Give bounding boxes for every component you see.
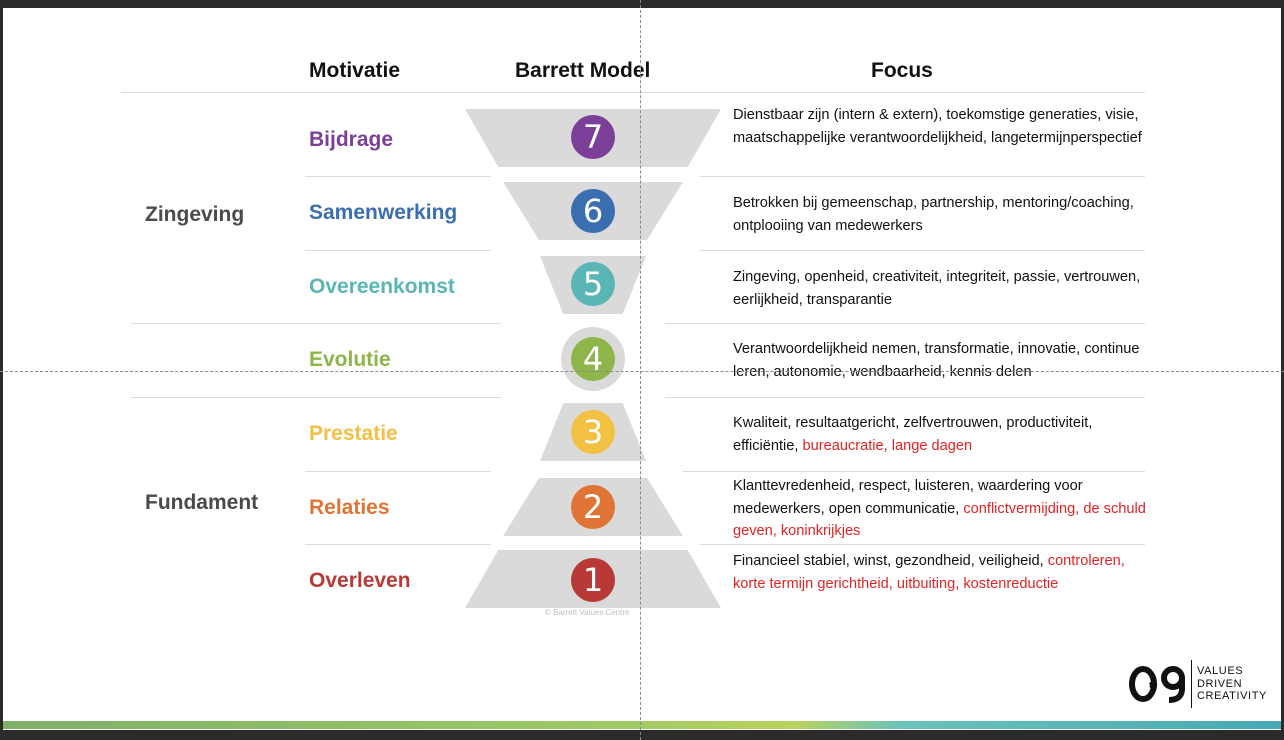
- motivation-level-1: Overleven: [309, 569, 411, 592]
- divider-row-6-right: [700, 250, 1145, 251]
- logo-separator: [1191, 660, 1192, 708]
- logo-mark-icon: to: [1129, 666, 1185, 703]
- divider-row-7-right: [700, 176, 1145, 177]
- level-7-circle: 7: [571, 115, 615, 159]
- focus-level-3-text: Kwaliteit, resultaatgericht, zelfvertrou…: [733, 415, 1093, 454]
- divider-row-5-right: [665, 323, 1145, 324]
- motivation-level-5: Overeenkomst: [309, 275, 455, 298]
- divider-row-2-right: [700, 544, 1145, 545]
- focus-level-5: Zingeving, openheid, creativiteit, integ…: [733, 266, 1151, 311]
- focus-level-7: Dienstbaar zijn (intern & extern), toeko…: [733, 104, 1151, 149]
- level-7-number: 7: [582, 118, 604, 156]
- focus-level-1-negative: controleren, korte termijn gerichtheid, …: [733, 553, 1125, 592]
- level-3-number: 3: [582, 413, 604, 451]
- motivation-level-6: Samenwerking: [309, 201, 458, 224]
- focus-level-5-text: Zingeving, openheid, creativiteit, integ…: [733, 269, 1141, 308]
- focus-level-1: Financieel stabiel, winst, gezondheid, v…: [733, 550, 1151, 595]
- level-2-circle: 2: [571, 485, 615, 529]
- level-2-number: 2: [582, 488, 604, 526]
- focus-level-6-text: Betrokken bij gemeenschap, partnership, …: [733, 195, 1134, 234]
- focus-level-2-text: Klanttevredenheid, respect, luisteren, w…: [733, 478, 1083, 517]
- level-1-number: 1: [582, 561, 604, 599]
- horizontal-guide-line[interactable]: [0, 371, 1284, 372]
- header-focus: Focus: [871, 59, 933, 82]
- level-3-circle: 3: [571, 410, 615, 454]
- divider-row-7-left: [305, 176, 491, 177]
- focus-level-2-negative: conflictvermijding, de schuld geven, kon…: [733, 500, 1146, 540]
- level-4-number: 4: [582, 340, 604, 378]
- slide: Motivatie Barrett Model Focus Zingeving …: [3, 8, 1281, 730]
- logo-tagline-line3: CREATIVITY: [1197, 690, 1267, 702]
- focus-level-3-negative: bureaucratie, lange dagen: [802, 437, 973, 454]
- category-fundament: Fundament: [145, 491, 259, 514]
- logo-tagline-line1: VALUES: [1197, 665, 1244, 677]
- focus-level-2: Klanttevredenheid, respect, luisteren, w…: [733, 475, 1151, 543]
- vertical-guide-line[interactable]: [640, 0, 641, 740]
- divider-header: [121, 92, 1145, 93]
- level-1-circle: 1: [571, 558, 615, 602]
- focus-level-1-text: Financieel stabiel, winst, gezondheid, v…: [733, 553, 1048, 569]
- focus-level-4: Verantwoordelijkheid nemen, transformati…: [733, 338, 1151, 383]
- focus-level-7-text: Dienstbaar zijn (intern & extern), toeko…: [733, 107, 1142, 146]
- level-6-circle: 6: [571, 189, 615, 233]
- divider-row-3-left: [305, 471, 491, 472]
- divider-row-4-right: [665, 397, 1145, 398]
- motivation-level-7: Bijdrage: [309, 128, 394, 151]
- divider-row-5-left: [131, 323, 501, 324]
- svg-text:to: to: [1149, 680, 1158, 690]
- motivation-level-4: Evolutie: [309, 348, 391, 371]
- motivation-level-2: Relaties: [309, 496, 390, 519]
- level-6-number: 6: [582, 192, 604, 230]
- logo-tagline: VALUES DRIVEN CREATIVITY: [1197, 665, 1267, 703]
- company-logo: to: [1129, 660, 1187, 709]
- logo-tagline-line2: DRIVEN: [1197, 677, 1243, 690]
- motivation-level-3: Prestatie: [309, 422, 398, 445]
- focus-level-6: Betrokken bij gemeenschap, partnership, …: [733, 192, 1151, 237]
- divider-row-3-right: [683, 471, 1145, 472]
- focus-level-3: Kwaliteit, resultaatgericht, zelfvertrou…: [733, 412, 1151, 457]
- header-motivatie: Motivatie: [309, 59, 401, 82]
- divider-row-6-left: [305, 250, 491, 251]
- bottom-color-bar: [3, 721, 1281, 729]
- level-5-number: 5: [582, 265, 604, 303]
- divider-row-2-left: [305, 544, 491, 545]
- copyright-label: © Barrett Values Centre: [545, 608, 630, 617]
- header-barrett-model: Barrett Model: [515, 59, 651, 82]
- focus-level-4-text: Verantwoordelijkheid nemen, transformati…: [733, 341, 1140, 380]
- divider-row-4-left: [131, 397, 501, 398]
- category-zingeving: Zingeving: [145, 203, 245, 226]
- level-5-circle: 5: [571, 262, 615, 306]
- level-4-circle: 4: [571, 337, 615, 381]
